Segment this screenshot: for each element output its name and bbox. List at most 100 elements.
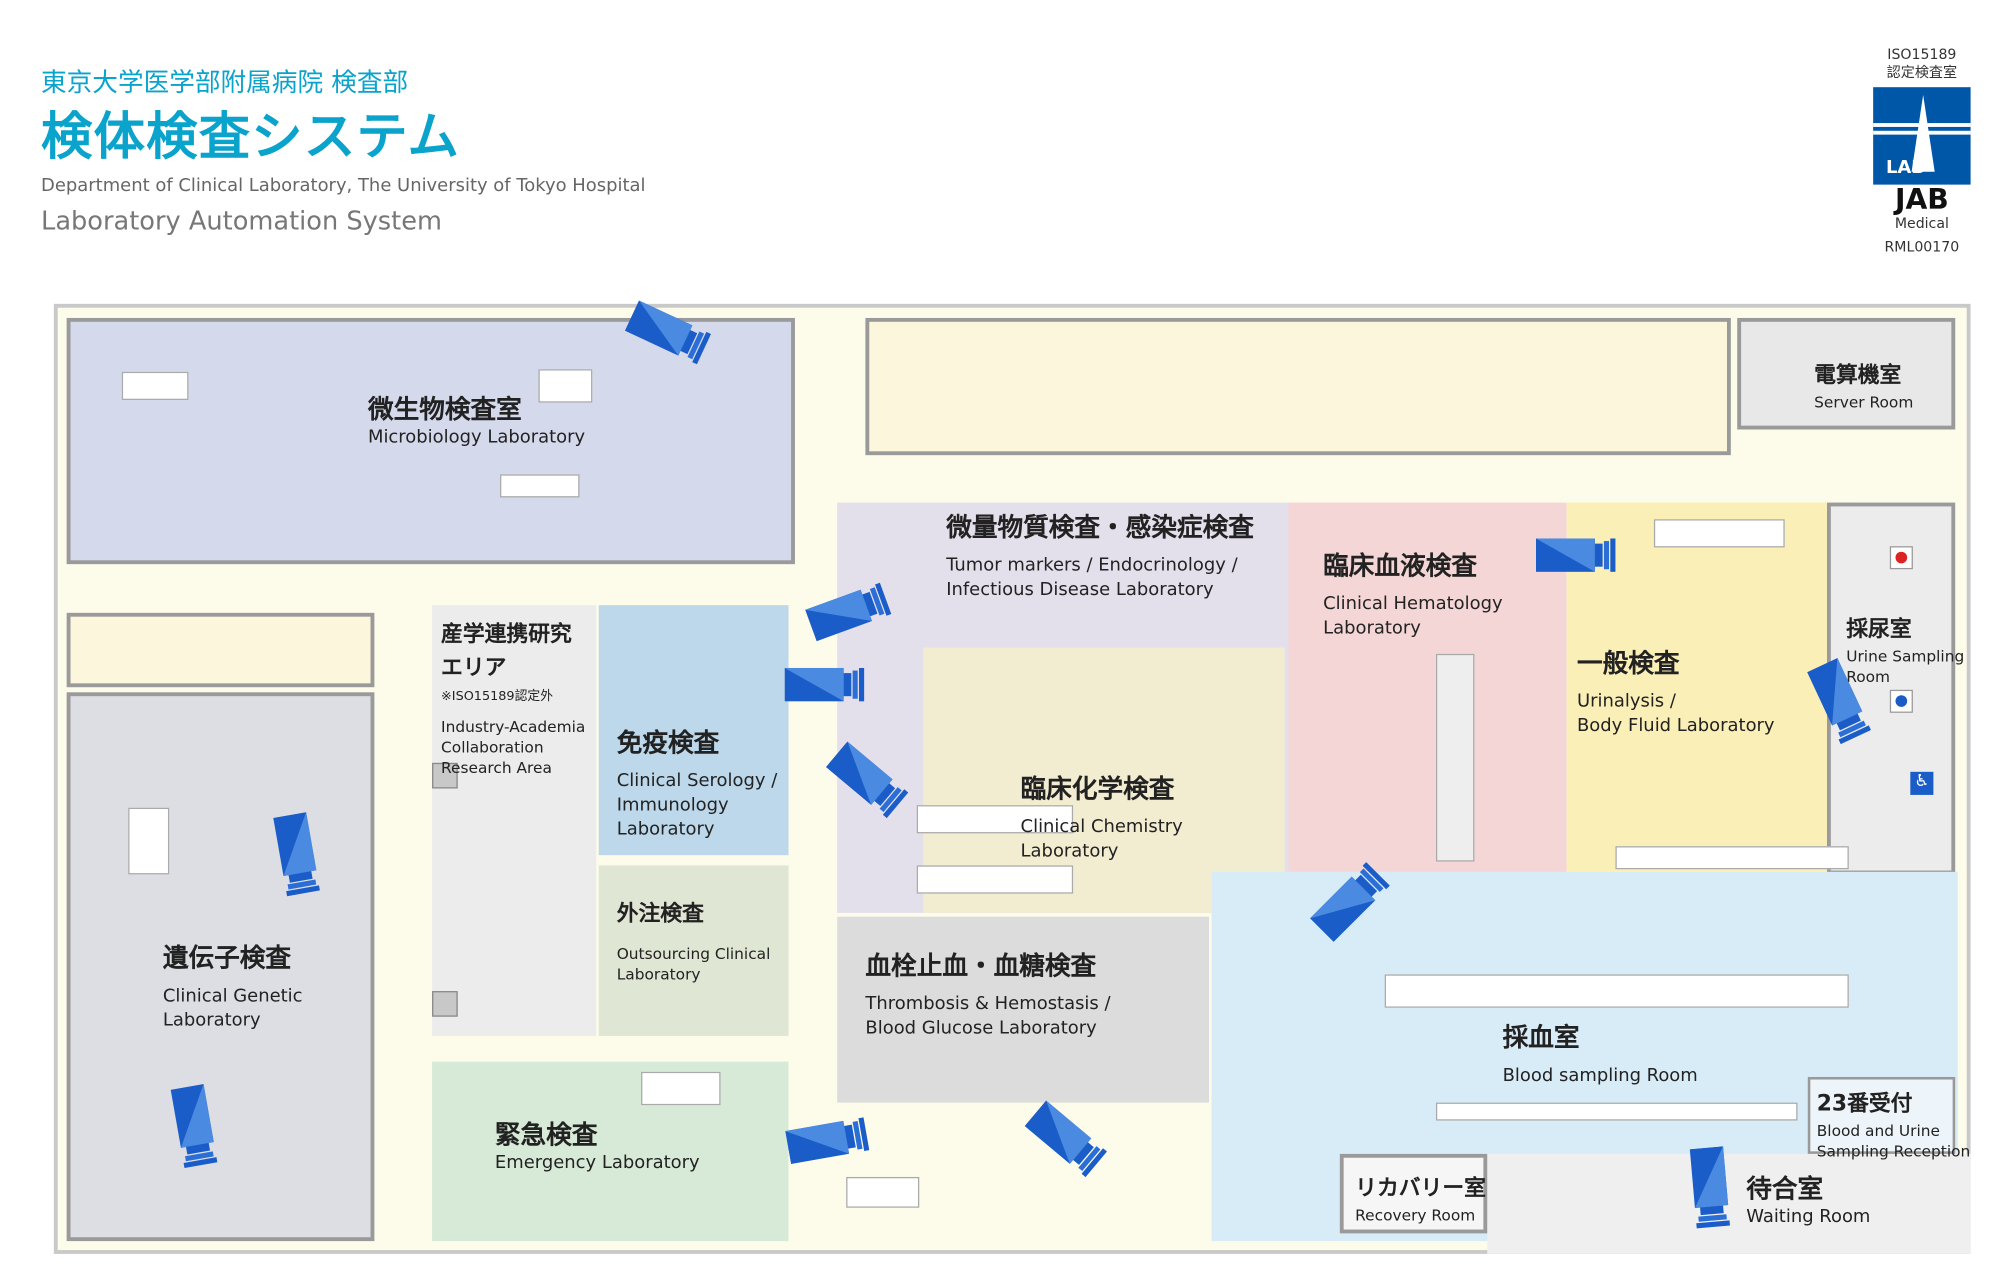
bench — [1435, 653, 1475, 862]
room-name-jp: 採尿室 — [1846, 616, 1912, 643]
female-restroom-icon: ● — [1889, 546, 1913, 570]
room-waiting[interactable] — [1487, 1153, 1971, 1254]
room-server[interactable] — [1737, 317, 1956, 430]
equipment — [432, 991, 458, 1017]
room-name-en: Clinical Serology / — [616, 770, 778, 792]
room-name-jp: 微量物質検査・感染症検査 — [946, 511, 1254, 543]
camera-icon — [1303, 848, 1403, 948]
equipment — [432, 762, 458, 789]
room-name-en: Room — [1846, 667, 1891, 686]
room-name-en: Collaboration — [441, 738, 544, 757]
room-name-jp: 一般検査 — [1576, 647, 1680, 679]
room-name-en: Urine Sampling — [1846, 647, 1965, 666]
room-name-en: Blood Glucose Laboratory — [865, 1017, 1097, 1039]
room-immunology[interactable] — [598, 605, 789, 856]
certification-badge: ISO15189 認定検査室 LAB JAB Medical RML00170 — [1865, 46, 1978, 256]
bench — [1653, 519, 1785, 548]
room-name-jp: 産学連携研究 — [441, 621, 572, 648]
cert-line1: ISO15189 — [1887, 46, 1957, 63]
room-outsourcing[interactable] — [598, 865, 789, 1036]
department-name: Department of Clinical Laboratory, The U… — [41, 175, 646, 197]
room-recovery[interactable] — [1339, 1153, 1488, 1234]
room-emergency[interactable] — [432, 1061, 789, 1242]
room-name-en: Laboratory — [616, 819, 715, 840]
bench — [846, 1176, 920, 1208]
room-name-en: Laboratory — [1323, 617, 1421, 639]
label-tumor: 微量物質検査・感染症検査 Tumor markers / Endocrinolo… — [946, 510, 1254, 602]
accessible-restroom-icon: ♿ — [1910, 771, 1934, 795]
label-waiting: 待合室 Waiting Room — [1746, 1172, 1870, 1230]
room-name-jp: 臨床血液検査 — [1323, 550, 1477, 581]
room-name-en: Research Area — [441, 759, 552, 777]
room-name-en: Tumor markers / Endocrinology / — [946, 555, 1238, 576]
camera-icon — [783, 1105, 880, 1171]
room-name-en: Blood sampling Room — [1502, 1065, 1698, 1086]
label-urine-sampling: 採尿室 Urine Sampling Room — [1846, 613, 1964, 687]
room-name-en: Recovery Room — [1355, 1206, 1476, 1225]
camera-icon — [163, 1082, 229, 1179]
room-name-jp: 臨床化学検査 — [1020, 773, 1175, 804]
label-outsourcing: 外注検査 Outsourcing Clinical Laboratory — [617, 897, 771, 984]
camera-icon — [802, 570, 904, 649]
label-reception: 23番受付 Blood and Urine Sampling Reception — [1817, 1087, 1971, 1161]
camera-icon — [821, 734, 923, 831]
label-thrombosis: 血栓止血・血糖検査 Thrombosis & Hemostasis / Bloo… — [865, 949, 1110, 1041]
room-industry[interactable] — [432, 605, 597, 1036]
logo-medical-text: Medical — [1894, 215, 1949, 233]
room-name-en: Emergency Laboratory — [494, 1152, 700, 1174]
room-name-en: Infectious Disease Laboratory — [946, 579, 1214, 601]
camera-icon — [784, 658, 875, 709]
label-recovery: リカバリー室 Recovery Room — [1355, 1172, 1486, 1226]
bench — [1435, 1102, 1798, 1121]
room-name-jp: 血栓止血・血糖検査 — [865, 950, 1097, 981]
room-name-en: Server Room — [1814, 393, 1914, 412]
system-name: Laboratory Automation System — [41, 205, 442, 236]
label-server: 電算機室 Server Room — [1814, 359, 1913, 413]
room-name-jp: リカバリー室 — [1355, 1175, 1486, 1202]
bench — [1384, 974, 1849, 1008]
room-offices — [865, 317, 1731, 456]
room-thrombosis[interactable] — [837, 916, 1210, 1103]
room-genetic[interactable] — [66, 692, 375, 1242]
room-name-jp: 免疫検査 — [616, 726, 720, 758]
room-microbiology[interactable] — [66, 317, 795, 565]
label-microbiology: 微生物検査室 Microbiology Laboratory — [368, 392, 585, 450]
label-blood-sampling: 採血室 Blood sampling Room — [1503, 1021, 1698, 1089]
room-name-jp: 微生物検査室 — [367, 393, 522, 425]
room-name-en: Industry-Academia — [441, 717, 586, 736]
bench — [641, 1071, 721, 1106]
camera-icon — [1800, 654, 1884, 757]
room-name-en: Waiting Room — [1746, 1206, 1871, 1227]
cert-line2: 認定検査室 — [1886, 64, 1958, 81]
bench — [538, 369, 593, 403]
room-hematology[interactable] — [1288, 502, 1567, 885]
org-name: 東京大学医学部附属病院 検査部 — [41, 66, 409, 98]
camera-icon — [266, 810, 332, 907]
room-name-en: Body Fluid Laboratory — [1576, 715, 1775, 736]
room-name-en: Laboratory — [1020, 841, 1119, 862]
label-emergency: 緊急検査 Emergency Laboratory — [495, 1118, 700, 1176]
room-name-en: Outsourcing Clinical — [616, 944, 771, 963]
label-urinalysis: 一般検査 Urinalysis / Body Fluid Laboratory — [1577, 646, 1775, 738]
jab-logo-icon: LAB — [1873, 87, 1971, 185]
room-name-jp: エリア — [441, 655, 507, 681]
bench — [1615, 846, 1849, 870]
room-name-en: Clinical Hematology — [1323, 593, 1503, 615]
room-note: ※ISO15189認定外 — [441, 689, 554, 704]
room-name-en: Immunology — [616, 794, 729, 816]
camera-icon — [1682, 1145, 1741, 1239]
room-name-jp: 電算機室 — [1814, 362, 1902, 389]
camera-icon — [1020, 1093, 1122, 1190]
room-name-en: Clinical Genetic — [162, 985, 303, 1007]
room-name-jp: 緊急検査 — [494, 1119, 598, 1151]
room-small-strip — [66, 612, 375, 688]
bench — [500, 474, 580, 498]
camera-icon — [622, 291, 725, 375]
bench — [916, 865, 1074, 894]
bench — [128, 807, 170, 875]
label-industry: 産学連携研究 エリア ※ISO15189認定外 Industry-Academi… — [441, 618, 585, 778]
room-reception[interactable] — [1807, 1076, 1956, 1154]
room-urinalysis[interactable] — [1566, 502, 1860, 872]
bench — [916, 805, 1074, 834]
male-restroom-icon: ● — [1889, 689, 1913, 713]
